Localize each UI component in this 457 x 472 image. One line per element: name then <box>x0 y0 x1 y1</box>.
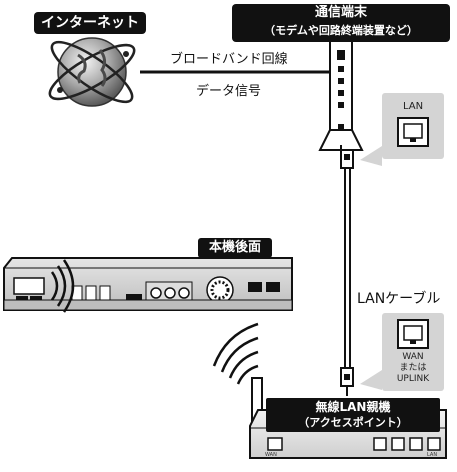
router-port-wan-label: WAN <box>265 452 277 458</box>
wan-port-label-line2: または <box>399 363 427 373</box>
wan-port-label-line1: WAN <box>402 352 424 362</box>
lan-cable <box>344 168 351 368</box>
router-label-line1: 無線LAN親機 <box>315 400 391 414</box>
router-antenna-icon <box>212 322 263 427</box>
modem-label-line2: （モデムや回路終端装置など） <box>264 24 418 37</box>
modem-label: 通信端末 （モデムや回路終端装置など） <box>232 4 450 42</box>
data-signal-label: データ信号 <box>196 84 262 99</box>
internet-globe-icon <box>48 37 136 107</box>
lan-cable-label: LANケーブル <box>357 291 441 307</box>
router-lan-plug-icon <box>340 367 354 396</box>
recorder-rear-panel-icon <box>3 257 293 311</box>
recorder-rear-label: 本機後面 <box>198 238 272 258</box>
broadband-line-label: ブロードバンド回線 <box>170 52 288 67</box>
internet-label: インターネット <box>34 12 146 34</box>
router-label-line2: （アクセスポイント） <box>298 416 408 429</box>
router-label: 無線LAN親機 （アクセスポイント） <box>266 398 440 432</box>
modem-lan-plug-icon <box>340 149 354 169</box>
wan-port-label-line3: UPLINK <box>396 374 430 384</box>
modem-lan-port-callout <box>360 93 444 166</box>
recorder-wireless-signal-icon <box>50 259 75 313</box>
modem-label-line1: 通信端末 <box>314 5 367 20</box>
modem-device-icon <box>318 32 364 151</box>
router-port-lan-label: LAN <box>427 452 438 458</box>
router-wan-port-callout <box>360 313 444 391</box>
modem-lan-port-label: LAN <box>402 101 424 112</box>
